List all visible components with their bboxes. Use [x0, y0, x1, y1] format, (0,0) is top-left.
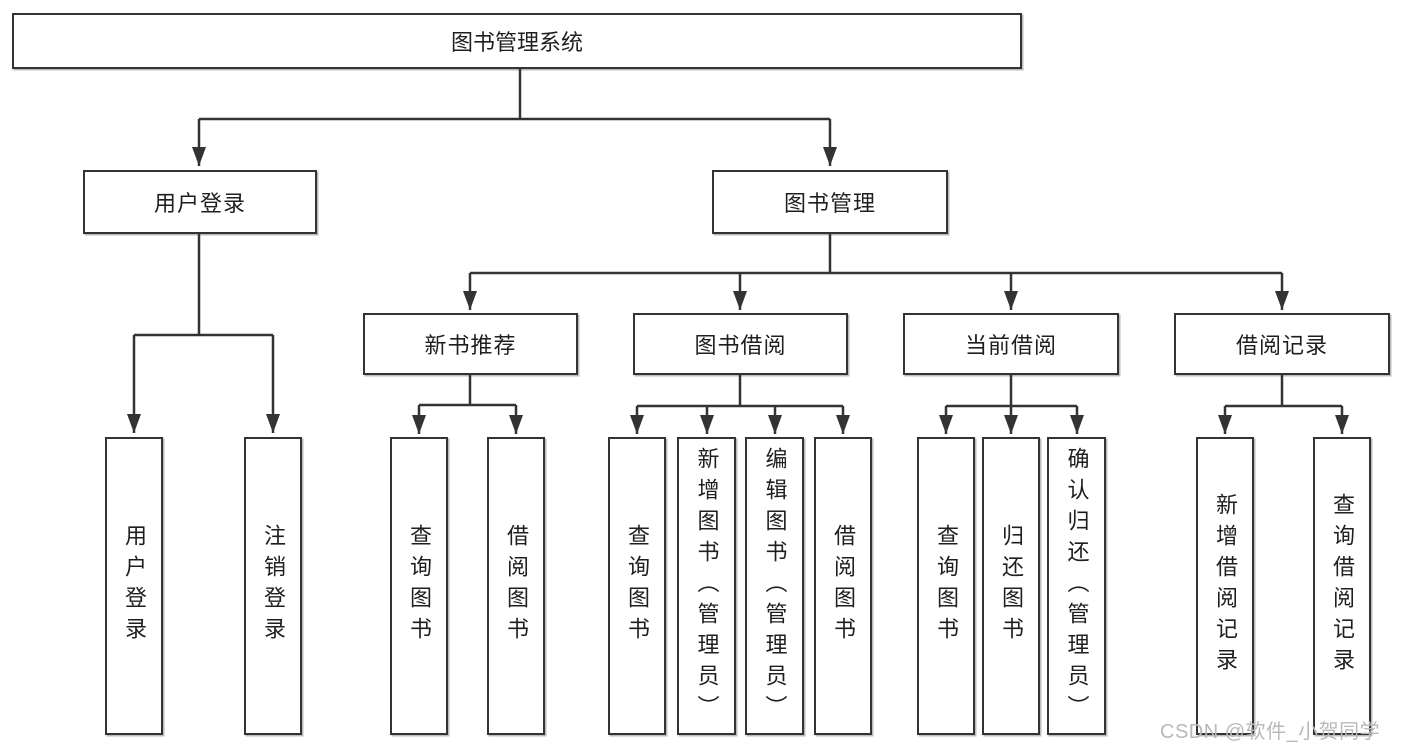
- leaf-logout: 注销登录: [244, 437, 302, 735]
- node-user-login-group: 用户登录: [83, 170, 317, 234]
- leaf-query-books-current-label: 查询图书: [934, 524, 959, 648]
- leaf-edit-books-admin-label: 编辑图书（管理员）: [762, 446, 788, 726]
- leaf-add-books-admin-label: 新增图书（管理员）: [694, 446, 720, 726]
- leaf-add-borrow-record: 新增借阅记录: [1196, 437, 1254, 735]
- node-book-borrowing: 图书借阅: [633, 313, 848, 375]
- node-book-management-group: 图书管理: [712, 170, 948, 234]
- leaf-logout-label: 注销登录: [261, 524, 286, 648]
- leaf-borrow-books-borrowing: 借阅图书: [814, 437, 872, 735]
- leaf-confirm-return-admin-label: 确认归还（管理员）: [1064, 446, 1090, 726]
- leaf-add-borrow-record-label: 新增借阅记录: [1213, 493, 1238, 679]
- leaf-query-books-borrowing-label: 查询图书: [625, 524, 650, 648]
- leaf-return-books-label: 归还图书: [999, 524, 1024, 648]
- leaf-query-borrow-record: 查询借阅记录: [1313, 437, 1371, 735]
- leaf-user-login: 用户登录: [105, 437, 163, 735]
- leaf-borrow-books-recommend-label: 借阅图书: [504, 524, 529, 648]
- leaf-add-books-admin: 新增图书（管理员）: [677, 437, 736, 735]
- leaf-edit-books-admin: 编辑图书（管理员）: [745, 437, 804, 735]
- leaf-borrow-books-recommend: 借阅图书: [487, 437, 545, 735]
- leaf-confirm-return-admin: 确认归还（管理员）: [1047, 437, 1106, 735]
- leaf-query-books-recommend: 查询图书: [390, 437, 448, 735]
- leaf-query-books-recommend-label: 查询图书: [407, 524, 432, 648]
- leaf-query-books-current: 查询图书: [917, 437, 975, 735]
- leaf-borrow-books-borrowing-label: 借阅图书: [831, 524, 856, 648]
- leaf-return-books: 归还图书: [982, 437, 1040, 735]
- node-current-borrowing: 当前借阅: [903, 313, 1119, 375]
- csdn-watermark: CSDN @软件_小贺同学: [1160, 721, 1381, 743]
- node-new-book-recommend: 新书推荐: [363, 313, 578, 375]
- leaf-query-borrow-record-label: 查询借阅记录: [1330, 493, 1355, 679]
- leaf-query-books-borrowing: 查询图书: [608, 437, 666, 735]
- node-borrow-records: 借阅记录: [1174, 313, 1390, 375]
- node-library-system-root: 图书管理系统: [12, 13, 1022, 69]
- leaf-user-login-label: 用户登录: [122, 524, 147, 648]
